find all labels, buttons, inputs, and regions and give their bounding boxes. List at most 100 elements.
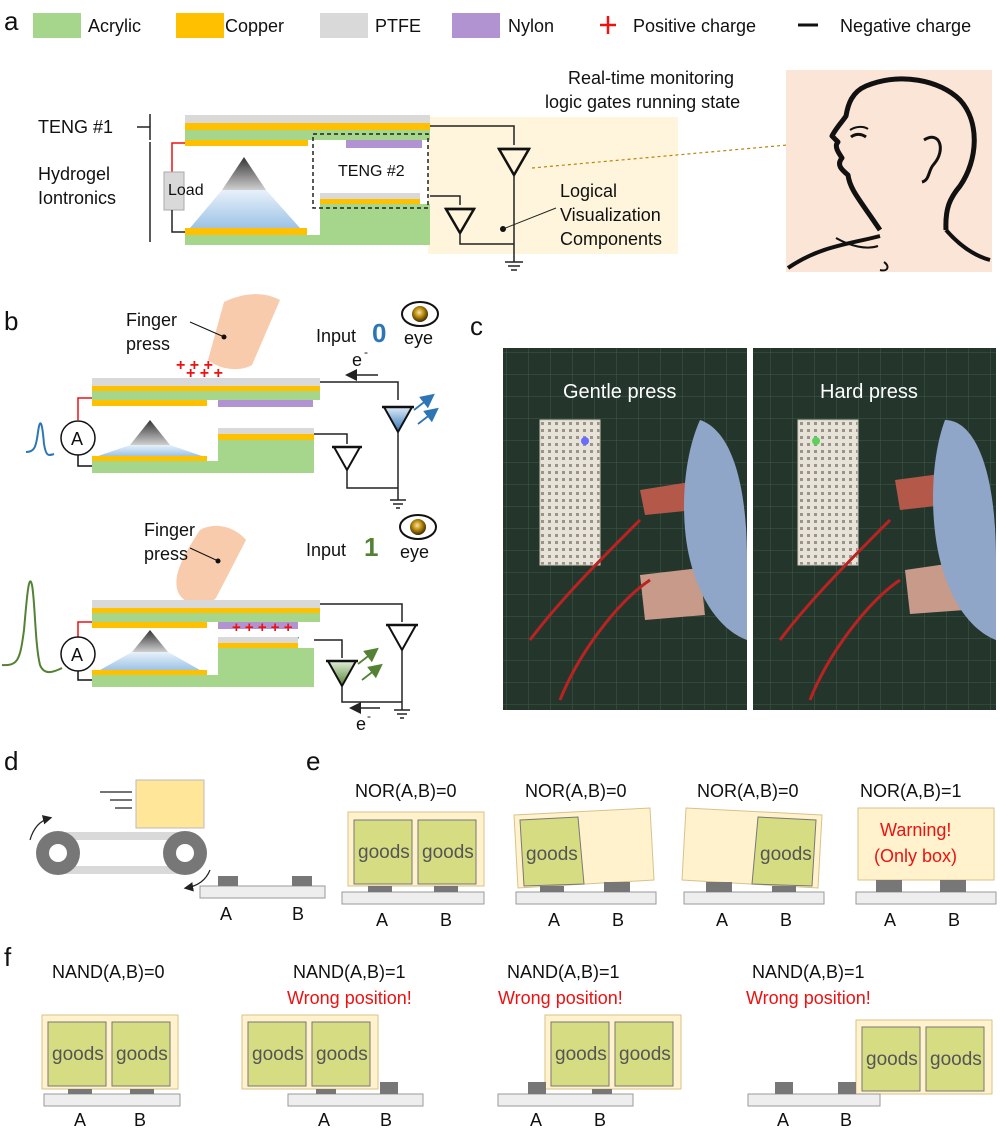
- vis-label-3: Components: [560, 229, 662, 249]
- plus-icon: [600, 16, 616, 34]
- legend-label-ptfe: PTFE: [375, 16, 421, 36]
- monitor-label-2: logic gates running state: [545, 92, 740, 112]
- svg-text:A: A: [884, 910, 896, 930]
- legend-label-copper: Copper: [225, 16, 284, 36]
- legend-label-negative: Negative charge: [840, 16, 971, 36]
- panel-letter-c: c: [470, 311, 483, 341]
- legend-label-positive: Positive charge: [633, 16, 756, 36]
- finger-icon: [208, 294, 280, 370]
- electron-label-top: e: [352, 350, 362, 370]
- finger-label-2: press: [126, 334, 170, 354]
- finger-label-bottom-1: Finger: [144, 520, 195, 540]
- svg-text:+ + +: + + +: [176, 357, 213, 374]
- input-label-top: Input: [316, 326, 356, 346]
- svg-text:+ + + + +: + + + + +: [232, 619, 293, 636]
- legend-label-nylon: Nylon: [508, 16, 554, 36]
- visualization-area: [428, 117, 678, 254]
- teng2-label: TENG #2: [338, 163, 405, 180]
- wrong-position-3: Wrong position!: [498, 988, 623, 1008]
- panel-f: f NAND(A,B)=0 goods goods A B NAND(A,B)=…: [4, 942, 993, 1130]
- nand-title-4: NAND(A,B)=1: [752, 962, 865, 982]
- panel-letter-b: b: [4, 306, 18, 336]
- caption-gentle: Gentle press: [563, 381, 676, 403]
- legend-swatch-copper: [176, 13, 224, 38]
- svg-text:B: B: [780, 910, 792, 930]
- svg-text:goods: goods: [930, 1049, 982, 1070]
- wrong-position-4: Wrong position!: [746, 988, 871, 1008]
- panel-e: e NOR(A,B)=0 goods goods A B NOR(A,B)=0 …: [306, 746, 997, 930]
- svg-text:B: B: [380, 1110, 392, 1130]
- nor-title-4: NOR(A,B)=1: [860, 781, 962, 801]
- svg-text:A: A: [777, 1110, 789, 1130]
- svg-text:goods: goods: [422, 842, 474, 863]
- svg-text:A: A: [376, 910, 388, 930]
- teng1-label: TENG #1: [38, 117, 113, 137]
- signal-green: [1, 580, 63, 674]
- svg-text:B: B: [134, 1110, 146, 1130]
- panel-c: c Gentle press Hard press: [470, 311, 996, 710]
- caption-hard: Hard press: [820, 381, 918, 403]
- d-label-a: A: [220, 904, 232, 924]
- monitor-label-1: Real-time monitoring: [568, 68, 734, 88]
- hydrogel-label-2: Iontronics: [38, 188, 116, 208]
- legend-swatch-acrylic: [33, 13, 81, 38]
- panel-letter-d: d: [4, 746, 18, 776]
- svg-text:goods: goods: [555, 1044, 607, 1065]
- svg-text:goods: goods: [526, 844, 578, 865]
- eye-icon-bottom: [399, 514, 437, 540]
- svg-text:B: B: [440, 910, 452, 930]
- electron-label-bottom: e: [356, 714, 366, 734]
- svg-text:goods: goods: [619, 1044, 671, 1065]
- wrong-position-2: Wrong position!: [287, 988, 412, 1008]
- vis-label-1: Logical: [560, 181, 617, 201]
- warning-line-2: (Only box): [874, 846, 957, 866]
- svg-text:goods: goods: [358, 842, 410, 863]
- svg-text:+ + +: + + +: [186, 365, 223, 382]
- observer-head-icon: [786, 70, 992, 272]
- ammeter-label-bottom: A: [71, 645, 83, 665]
- finger-icon-bottom: [176, 525, 246, 605]
- panel-letter-a: a: [4, 6, 19, 36]
- svg-text:-: -: [367, 709, 371, 723]
- svg-text:A: A: [548, 910, 560, 930]
- photo-gentle-press: Gentle press: [503, 348, 747, 710]
- d-label-b: B: [292, 904, 304, 924]
- nor-title-1: NOR(A,B)=0: [355, 781, 457, 801]
- vis-label-2: Visualization: [560, 205, 661, 225]
- svg-text:B: B: [594, 1110, 606, 1130]
- svg-text:A: A: [318, 1110, 330, 1130]
- svg-text:A: A: [74, 1110, 86, 1130]
- ammeter-label-top: A: [71, 429, 83, 449]
- eye-icon: [401, 301, 439, 327]
- nand-title-2: NAND(A,B)=1: [293, 962, 406, 982]
- panel-letter-e: e: [306, 746, 320, 776]
- panel-letter-f: f: [4, 942, 12, 972]
- finger-label-1: Finger: [126, 310, 177, 330]
- photo-hard-press: Hard press: [753, 348, 996, 710]
- panel-b: b Finger press + + + + + + — — — — A: [1, 294, 439, 734]
- svg-text:goods: goods: [760, 844, 812, 865]
- svg-text:goods: goods: [866, 1049, 918, 1070]
- nand-title-1: NAND(A,B)=0: [52, 962, 165, 982]
- svg-text:B: B: [948, 910, 960, 930]
- legend-swatch-ptfe: [320, 13, 368, 38]
- svg-text:B: B: [840, 1110, 852, 1130]
- svg-text:-: -: [364, 345, 368, 359]
- legend-label-acrylic: Acrylic: [88, 16, 141, 36]
- svg-text:goods: goods: [52, 1044, 104, 1065]
- nor-title-3: NOR(A,B)=0: [697, 781, 799, 801]
- input-label-bottom: Input: [306, 540, 346, 560]
- nand-title-3: NAND(A,B)=1: [507, 962, 620, 982]
- eye-label-top: eye: [404, 328, 433, 348]
- legend: a Acrylic Copper PTFE Nylon Positive cha…: [4, 6, 971, 38]
- eye-label-bottom: eye: [400, 542, 429, 562]
- input-value-0: 0: [372, 318, 386, 348]
- svg-text:goods: goods: [316, 1044, 368, 1065]
- svg-text:A: A: [530, 1110, 542, 1130]
- conveyor-icon: [29, 779, 211, 892]
- load-label: Load: [168, 182, 204, 199]
- finger-label-bottom-2: press: [144, 544, 188, 564]
- panel-a: TENG #1 Hydrogel Iontronics Load TENG #2: [38, 68, 992, 272]
- svg-text:goods: goods: [116, 1044, 168, 1065]
